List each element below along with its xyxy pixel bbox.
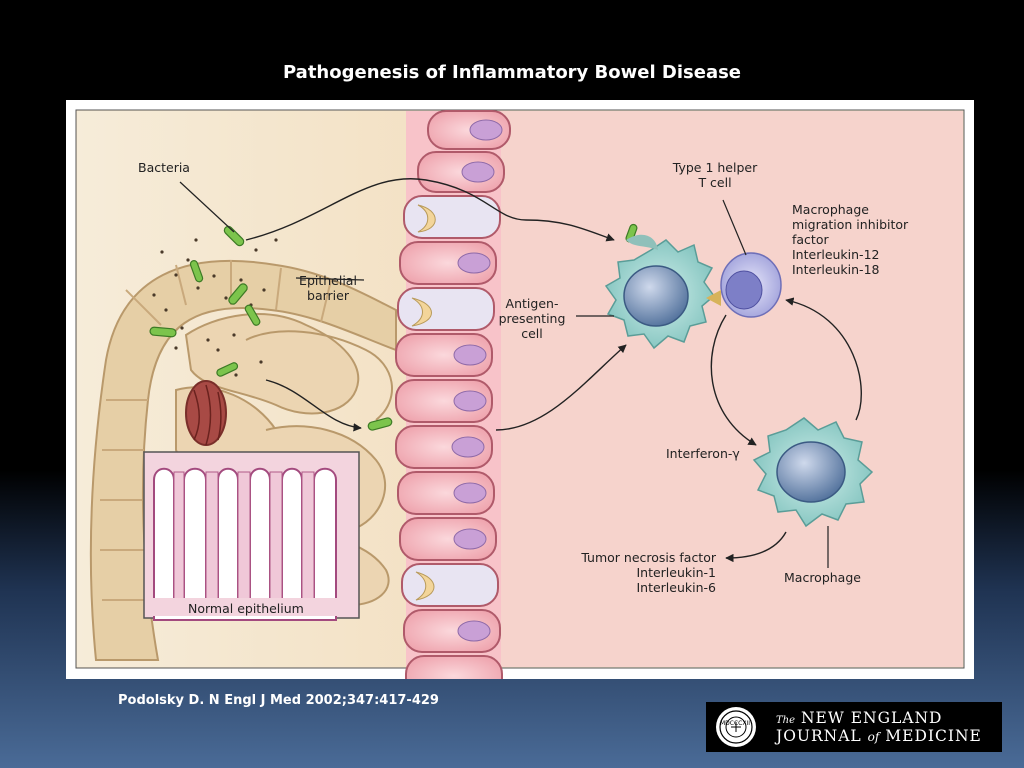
label-macrophage: Macrophage <box>784 570 861 585</box>
ibd-pathogenesis-figure: Bacteria Epithelial barrier Antigen- pre… <box>66 100 974 679</box>
label-interferon-gamma: Interferon-γ <box>666 446 740 461</box>
label-bacteria: Bacteria <box>138 160 190 175</box>
macrophage <box>752 417 874 528</box>
slide-title: Pathogenesis of Inflammatory Bowel Disea… <box>282 62 742 83</box>
nejm-wordmark: The NEW ENGLAND JOURNAL of MEDICINE <box>776 709 982 745</box>
normal-epithelium-inset <box>143 451 360 621</box>
label-cytokines-top: Macrophage migration inhibitor factor In… <box>792 202 909 277</box>
colon <box>89 259 397 661</box>
bacteria-dots <box>152 238 278 377</box>
citation: Podolsky D. N Engl J Med 2002;347:417-42… <box>118 693 439 708</box>
label-normal-epithelium: Normal epithelium <box>188 601 304 616</box>
seal-text: MDCCCXII <box>719 720 750 727</box>
label-antigen-presenting-cell: Antigen- presenting cell <box>498 296 566 341</box>
label-epithelial-barrier: Epithelial barrier <box>299 273 357 303</box>
label-type1-helper-t-cell: Type 1 helper T cell <box>672 160 758 190</box>
label-cytokines-bottom: Tumor necrosis factor Interleukin-1 Inte… <box>581 550 716 595</box>
type1-helper-t-cell <box>706 252 782 318</box>
nejm-seal-icon <box>716 707 756 747</box>
nejm-logo: MDCCCXII The NEW ENGLAND JOURNAL of MEDI… <box>706 702 1002 752</box>
figure-illustration <box>75 109 965 679</box>
antigen-presenting-cell <box>604 234 716 350</box>
arrows <box>245 178 862 563</box>
lamina-propria-background <box>436 111 963 667</box>
leader-lines <box>179 181 829 568</box>
intestine-cross-section <box>185 380 227 446</box>
epithelial-barrier <box>395 110 511 679</box>
bacteria-rods <box>149 223 638 431</box>
